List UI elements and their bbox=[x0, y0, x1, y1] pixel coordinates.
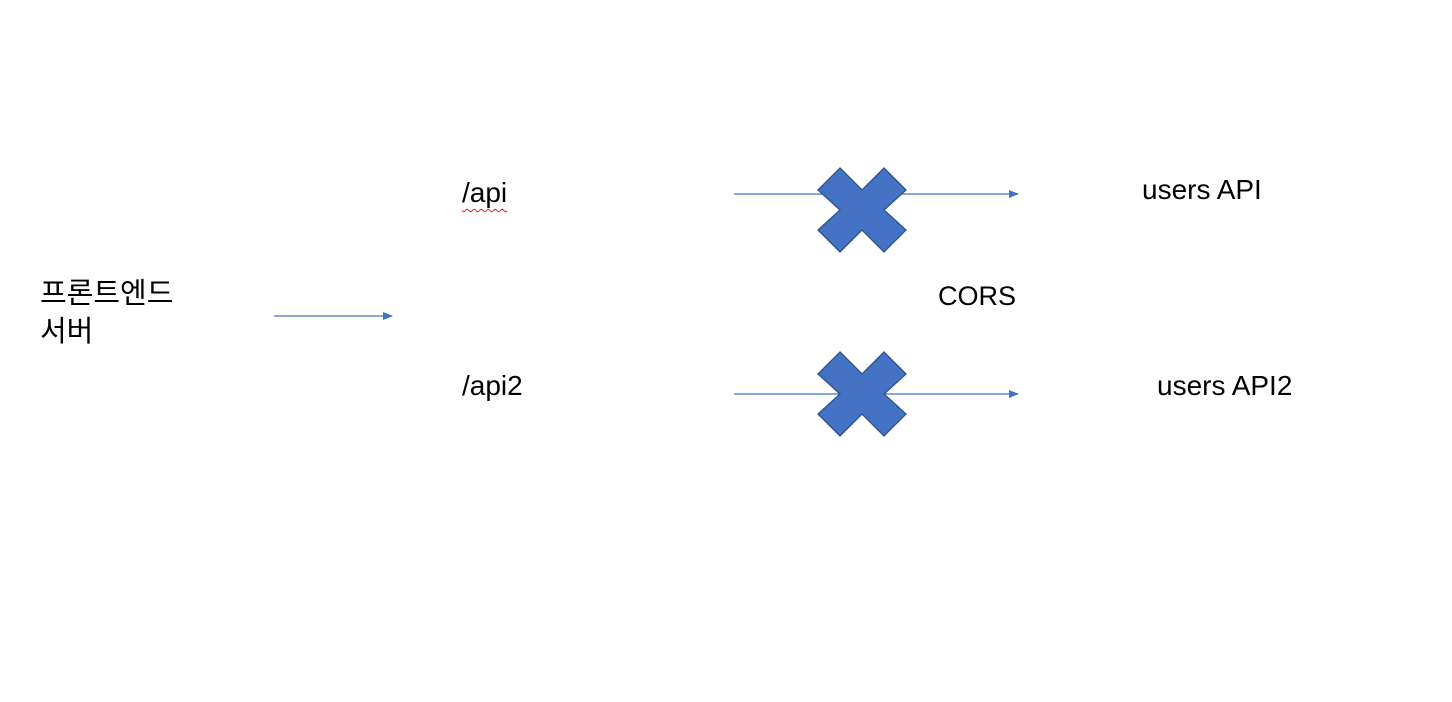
cross-icon bbox=[817, 167, 907, 253]
api-route-label: /api bbox=[462, 176, 507, 210]
cross-icon bbox=[817, 351, 907, 437]
api2-route-label: /api2 bbox=[462, 370, 523, 401]
frontend-server-label-line2: 서버 bbox=[40, 314, 94, 348]
frontend-server-label: 프론트엔드 서버 bbox=[40, 274, 173, 350]
cors-label: CORS bbox=[938, 281, 1017, 311]
frontend-server-label-line1: 프론트엔드 bbox=[40, 276, 174, 310]
users-api-label: users API bbox=[1142, 174, 1262, 205]
api-route-text: /api bbox=[462, 177, 508, 208]
users-api2-label: users API2 bbox=[1157, 370, 1293, 401]
